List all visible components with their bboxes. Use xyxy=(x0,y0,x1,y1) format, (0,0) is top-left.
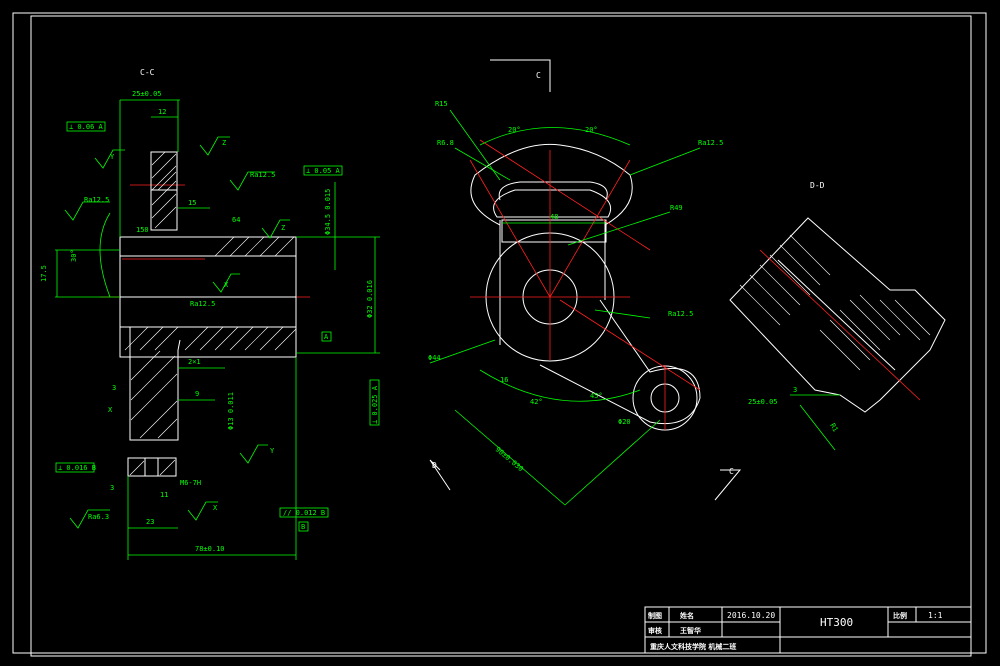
material-value: HT300 xyxy=(820,616,853,629)
section-cc-title: C-C xyxy=(140,68,155,77)
svg-text:C: C xyxy=(729,467,734,476)
title-block: 制图 姓名 2016.10.20 审核 王智华 HT300 比例 1:1 重庆人… xyxy=(645,607,971,653)
svg-text:45°: 45° xyxy=(590,392,603,400)
svg-text:// 0.012 B: // 0.012 B xyxy=(283,509,325,517)
svg-text:Y: Y xyxy=(110,153,115,161)
name-value: 王智华 xyxy=(680,626,701,635)
svg-text:R15: R15 xyxy=(435,100,448,108)
school-name: 重庆人文科技学院 机械二班 xyxy=(650,642,736,651)
svg-text:Φ13 0.011: Φ13 0.011 xyxy=(227,392,235,430)
svg-text:M6-7H: M6-7H xyxy=(180,479,201,487)
svg-text:Ra12.5: Ra12.5 xyxy=(84,196,109,204)
svg-text:90±0.030: 90±0.030 xyxy=(494,445,525,473)
svg-text:Z: Z xyxy=(281,224,285,232)
svg-text:25±0.05: 25±0.05 xyxy=(132,90,162,98)
svg-text:150: 150 xyxy=(136,226,149,234)
svg-text:12: 12 xyxy=(158,108,166,116)
svg-text:78±0.10: 78±0.10 xyxy=(195,545,225,553)
name-label: 姓名 xyxy=(679,611,694,620)
svg-text:20°: 20° xyxy=(585,126,598,134)
svg-text:R1: R1 xyxy=(828,422,839,433)
section-dd-view: D-D 25±0.05 3 R1 xyxy=(730,181,945,450)
svg-text:16: 16 xyxy=(500,376,508,384)
svg-text:64: 64 xyxy=(232,216,240,224)
check-label: 审核 xyxy=(648,626,662,635)
svg-text:Φ34.5 0.015: Φ34.5 0.015 xyxy=(324,189,332,235)
svg-text:20°: 20° xyxy=(508,126,521,134)
svg-text:Ra12.5: Ra12.5 xyxy=(250,171,275,179)
front-view: C 20° 20° R15 R6.8 Ra12.5 48 R49 xyxy=(428,60,740,505)
svg-text:25±0.05: 25±0.05 xyxy=(748,398,778,406)
svg-text:⊥ 0.06 A: ⊥ 0.06 A xyxy=(69,123,104,131)
inner-border xyxy=(31,16,971,656)
scale-value: 1:1 xyxy=(928,611,943,620)
section-dd-title: D-D xyxy=(810,181,825,190)
svg-text:Z: Z xyxy=(222,139,226,147)
svg-text:11: 11 xyxy=(160,491,168,499)
svg-text:R49: R49 xyxy=(670,204,683,212)
svg-text:3: 3 xyxy=(110,484,114,492)
svg-text:9: 9 xyxy=(195,390,199,398)
svg-text:3: 3 xyxy=(793,386,797,394)
svg-text:⊥ 0.05 A: ⊥ 0.05 A xyxy=(306,167,341,175)
date-value: 2016.10.20 xyxy=(727,611,775,620)
svg-text:Ra12.5: Ra12.5 xyxy=(668,310,693,318)
svg-text:X: X xyxy=(213,504,218,512)
svg-text:⊥ 0.016 B: ⊥ 0.016 B xyxy=(58,464,96,472)
scale-label: 比例 xyxy=(893,611,907,620)
svg-text:30°: 30° xyxy=(70,249,78,262)
svg-text:Ra12.5: Ra12.5 xyxy=(698,139,723,147)
svg-text:48: 48 xyxy=(550,213,558,221)
svg-text:Ra12.5: Ra12.5 xyxy=(190,300,215,308)
svg-text:Ra6.3: Ra6.3 xyxy=(88,513,109,521)
svg-text:C: C xyxy=(536,71,541,80)
svg-text:42°: 42° xyxy=(530,398,543,406)
svg-text:15: 15 xyxy=(188,199,196,207)
svg-text:D: D xyxy=(432,461,437,470)
svg-text:2×1: 2×1 xyxy=(188,358,201,366)
svg-text:R6.8: R6.8 xyxy=(437,139,454,147)
svg-text:B: B xyxy=(301,523,305,531)
drawn-label: 制图 xyxy=(648,611,662,620)
svg-text:23: 23 xyxy=(146,518,154,526)
svg-text:Y: Y xyxy=(270,447,275,455)
svg-text:A: A xyxy=(324,333,329,341)
section-cc-view: C-C xyxy=(40,68,380,560)
svg-text:Φ44: Φ44 xyxy=(428,354,441,362)
svg-text:Φ32 0.016: Φ32 0.016 xyxy=(366,280,374,318)
svg-text:⊥ 0.025 A: ⊥ 0.025 A xyxy=(371,385,379,424)
svg-text:Φ20: Φ20 xyxy=(618,418,631,426)
svg-text:17.5: 17.5 xyxy=(40,265,48,282)
svg-text:3: 3 xyxy=(112,384,116,392)
svg-text:X: X xyxy=(224,281,229,289)
svg-text:X: X xyxy=(108,406,113,414)
